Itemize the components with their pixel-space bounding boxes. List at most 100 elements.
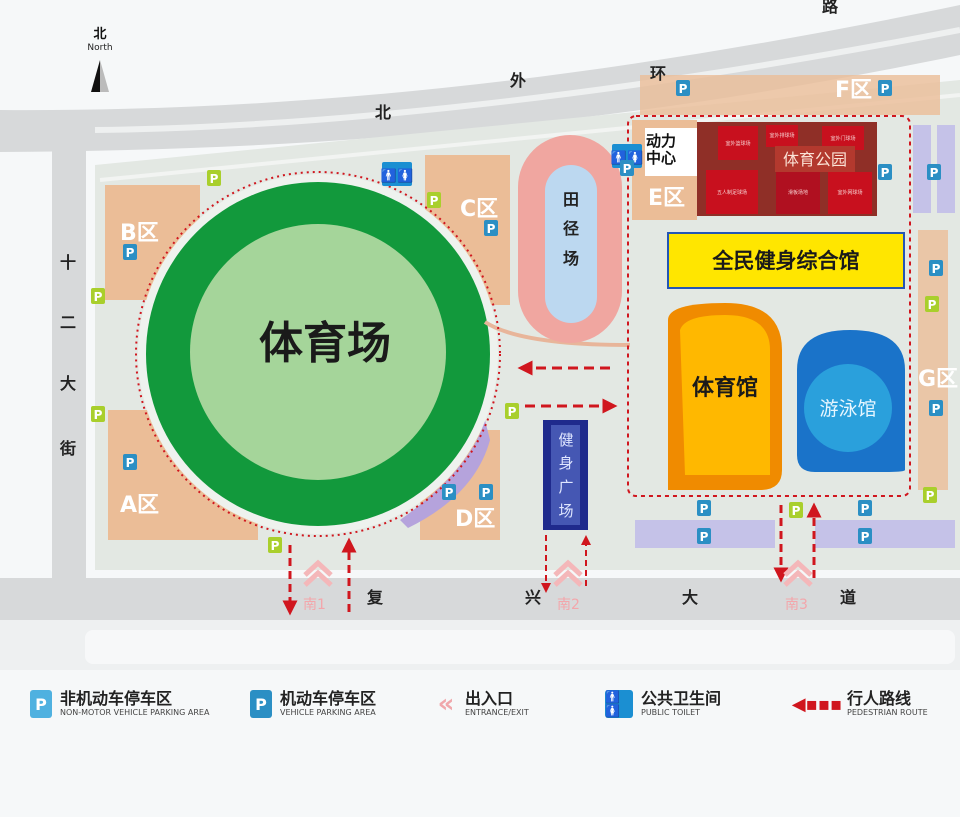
west-road-label: 十 二 大 街 bbox=[59, 253, 76, 458]
vehicle-parking-icon: P bbox=[250, 690, 272, 718]
fitness-plaza-label: 身 bbox=[558, 454, 573, 472]
north-compass: 北 North bbox=[87, 27, 113, 92]
power-center-label: 动力 bbox=[646, 132, 676, 150]
road-char: 路 bbox=[822, 0, 839, 16]
legend-label: 机动车停车区 bbox=[280, 689, 377, 708]
svg-text:P: P bbox=[881, 82, 890, 96]
stadium-field bbox=[190, 224, 446, 480]
svg-text:P: P bbox=[700, 530, 709, 544]
svg-text:P: P bbox=[94, 290, 103, 304]
svg-text:P: P bbox=[792, 504, 801, 518]
court-label: 滑板场地 bbox=[788, 189, 808, 196]
legend-sublabel: VEHICLE PARKING AREA bbox=[280, 708, 376, 717]
svg-text:P: P bbox=[930, 166, 939, 180]
power-center-label: 中心 bbox=[646, 149, 676, 167]
vehicle-parking-icon: P bbox=[858, 500, 872, 516]
road-char: 十 bbox=[60, 253, 76, 272]
fitness-plaza-label: 健 bbox=[558, 431, 573, 449]
svg-text:P: P bbox=[94, 408, 103, 422]
court-label: 室外排球场 bbox=[769, 132, 794, 139]
legend-label: 非机动车停车区 bbox=[60, 689, 173, 708]
zone-f-label: F区 bbox=[835, 78, 872, 103]
zone-a-label: A区 bbox=[120, 493, 159, 518]
zone-b-label: B区 bbox=[120, 221, 159, 246]
track-label: 场 bbox=[563, 249, 579, 268]
vehicle-parking-icon: P bbox=[676, 80, 690, 96]
legend-sublabel: PUBLIC TOILET bbox=[641, 708, 701, 717]
svg-text:🚹🚺: 🚹🚺 bbox=[611, 150, 643, 166]
legend-label: 行人路线 bbox=[847, 689, 912, 708]
svg-text:P: P bbox=[679, 82, 688, 96]
svg-text:P: P bbox=[881, 166, 890, 180]
legend-sublabel: NON-MOTOR VEHICLE PARKING AREA bbox=[60, 708, 210, 717]
road-char: 复 bbox=[366, 588, 384, 607]
bicycle-parking-icon: P bbox=[505, 403, 519, 419]
svg-text:P: P bbox=[861, 502, 870, 516]
svg-text:P: P bbox=[932, 262, 941, 276]
road-char: 二 bbox=[60, 313, 76, 332]
fitness-plaza-label: 广 bbox=[558, 478, 573, 496]
pedestrian-route bbox=[135, 115, 911, 616]
vehicle-parking-icon: P bbox=[442, 484, 456, 500]
entrance-chevron-icon bbox=[303, 559, 813, 587]
vehicle-parking-icon: P bbox=[123, 244, 137, 260]
svg-text:P: P bbox=[700, 502, 709, 516]
road-char: 街 bbox=[59, 439, 76, 458]
bicycle-parking-icon: P bbox=[91, 288, 105, 304]
zone-c-label: C区 bbox=[460, 197, 498, 222]
north-ring-road bbox=[0, 5, 960, 152]
vehicle-parking-icon: P bbox=[697, 528, 711, 544]
vehicle-parking-icon: P bbox=[620, 160, 634, 176]
sports-park-label: 体育公园 bbox=[783, 150, 847, 169]
south-road bbox=[0, 578, 960, 620]
svg-text:P: P bbox=[928, 298, 937, 312]
fitness-hall bbox=[667, 232, 905, 289]
track-label: 田 bbox=[563, 190, 579, 209]
svg-text:P: P bbox=[271, 539, 280, 553]
svg-text:P: P bbox=[482, 486, 491, 500]
road-char: 兴 bbox=[525, 588, 541, 607]
court-label: 室外门球场 bbox=[830, 135, 855, 142]
svg-text:P: P bbox=[861, 530, 870, 544]
gymnasium-label: 体育馆 bbox=[692, 375, 758, 401]
vehicle-parking-icon: P bbox=[927, 164, 941, 180]
zone-g-label: G区 bbox=[918, 367, 958, 392]
legend-label: 公共卫生间 bbox=[641, 689, 722, 708]
svg-text:P: P bbox=[126, 246, 135, 260]
svg-text:P: P bbox=[445, 486, 454, 500]
vehicle-parking-icon: P bbox=[858, 528, 872, 544]
vehicle-parking-icon: P bbox=[929, 400, 943, 416]
south-road-label: 复 兴 大 道 bbox=[366, 588, 856, 607]
bicycle-parking-icon: P bbox=[925, 296, 939, 312]
entrance-chevron-icon: « bbox=[437, 689, 455, 719]
svg-text:P: P bbox=[430, 194, 439, 208]
vehicle-parking-icon: P bbox=[878, 80, 892, 96]
stadium-label: 体育场 bbox=[259, 318, 391, 369]
vehicle-parking-icon: P bbox=[878, 164, 892, 180]
north-road-label: 北 外 环 路 bbox=[375, 0, 839, 122]
road-char: 外 bbox=[509, 71, 526, 90]
zone-d-label: D区 bbox=[455, 507, 495, 532]
toilet-icon: 🚹🚺 bbox=[605, 690, 633, 718]
road-char: 环 bbox=[650, 64, 666, 83]
vehicle-parking-icon: P bbox=[123, 454, 137, 470]
fitness-plaza-label: 场 bbox=[558, 502, 573, 520]
svg-text:P: P bbox=[210, 172, 219, 186]
svg-text:P: P bbox=[623, 162, 632, 176]
svg-text:P: P bbox=[487, 222, 496, 236]
road-char: 北 bbox=[375, 103, 391, 122]
svg-text:🚹🚺: 🚹🚺 bbox=[381, 168, 413, 184]
bicycle-parking-icon: P bbox=[427, 192, 441, 208]
bicycle-parking-icon: P bbox=[91, 406, 105, 422]
bicycle-parking-icon: P bbox=[268, 537, 282, 553]
svg-text:P: P bbox=[126, 456, 135, 470]
gate-south-2: 南2 bbox=[557, 597, 580, 613]
gate-south-1: 南1 bbox=[303, 597, 326, 613]
